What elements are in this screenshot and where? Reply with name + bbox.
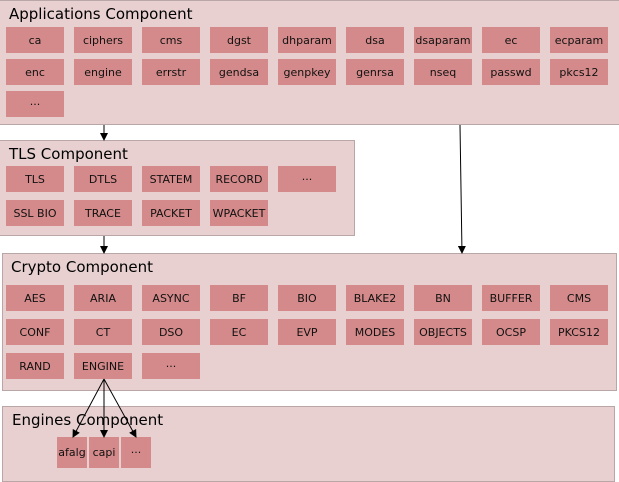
crypto-module-more: ··· [142, 353, 200, 379]
crypto-module-engine: ENGINE [74, 353, 132, 379]
tls-module-more: ··· [278, 166, 336, 192]
app-module-passwd: passwd [482, 59, 540, 85]
tls-module-record: RECORD [210, 166, 268, 192]
crypto-module-ocsp: OCSP [482, 319, 540, 345]
crypto-module-rand: RAND [6, 353, 64, 379]
crypto-module-aria: ARIA [74, 285, 132, 311]
crypto-module-bn: BN [414, 285, 472, 311]
app-module-cms: cms [142, 27, 200, 53]
arrow-apps-to-crypto [457, 124, 466, 254]
crypto-module-bio: BIO [278, 285, 336, 311]
crypto-module-async: ASYNC [142, 285, 200, 311]
tls-component-title: TLS Component [9, 145, 128, 163]
engine-module-afalg: afalg [57, 437, 87, 468]
app-module-more: ··· [6, 91, 64, 117]
crypto-module-ec: EC [210, 319, 268, 345]
app-module-dgst: dgst [210, 27, 268, 53]
tls-module-ssl-bio: SSL BIO [6, 200, 64, 226]
app-module-genpkey: genpkey [278, 59, 336, 85]
crypto-module-conf: CONF [6, 319, 64, 345]
app-module-pkcs12: pkcs12 [550, 59, 608, 85]
app-module-ec: ec [482, 27, 540, 53]
crypto-module-objects: OBJECTS [414, 319, 472, 345]
crypto-module-cms: CMS [550, 285, 608, 311]
crypto-module-pkcs12: PKCS12 [550, 319, 608, 345]
app-module-dsa: dsa [346, 27, 404, 53]
app-module-gendsa: gendsa [210, 59, 268, 85]
crypto-component-title: Crypto Component [11, 258, 153, 276]
app-module-ecparam: ecparam [550, 27, 608, 53]
engine-module-more: ··· [121, 437, 151, 468]
crypto-module-modes: MODES [346, 319, 404, 345]
crypto-module-bf: BF [210, 285, 268, 311]
crypto-module-dso: DSO [142, 319, 200, 345]
app-module-errstr: errstr [142, 59, 200, 85]
crypto-module-ct: CT [74, 319, 132, 345]
app-module-dsaparam: dsaparam [414, 27, 472, 53]
tls-module-dtls: DTLS [74, 166, 132, 192]
engines-component-title: Engines Component [12, 411, 164, 429]
app-module-genrsa: genrsa [346, 59, 404, 85]
app-module-dhparam: dhparam [278, 27, 336, 53]
crypto-module-buffer: BUFFER [482, 285, 540, 311]
crypto-module-aes: AES [6, 285, 64, 311]
app-module-ca: ca [6, 27, 64, 53]
crypto-module-blake2: BLAKE2 [346, 285, 404, 311]
tls-module-wpacket: WPACKET [210, 200, 268, 226]
tls-module-trace: TRACE [74, 200, 132, 226]
tls-module-statem: STATEM [142, 166, 200, 192]
tls-module-packet: PACKET [142, 200, 200, 226]
app-module-enc: enc [6, 59, 64, 85]
app-module-nseq: nseq [414, 59, 472, 85]
applications-component-title: Applications Component [9, 5, 193, 23]
engine-module-capi: capi [89, 437, 119, 468]
app-module-ciphers: ciphers [74, 27, 132, 53]
crypto-module-evp: EVP [278, 319, 336, 345]
tls-module-tls: TLS [6, 166, 64, 192]
app-module-engine: engine [74, 59, 132, 85]
arrow-engine-to-more [103, 378, 137, 438]
arrow-engine-to-afalg [72, 378, 105, 438]
